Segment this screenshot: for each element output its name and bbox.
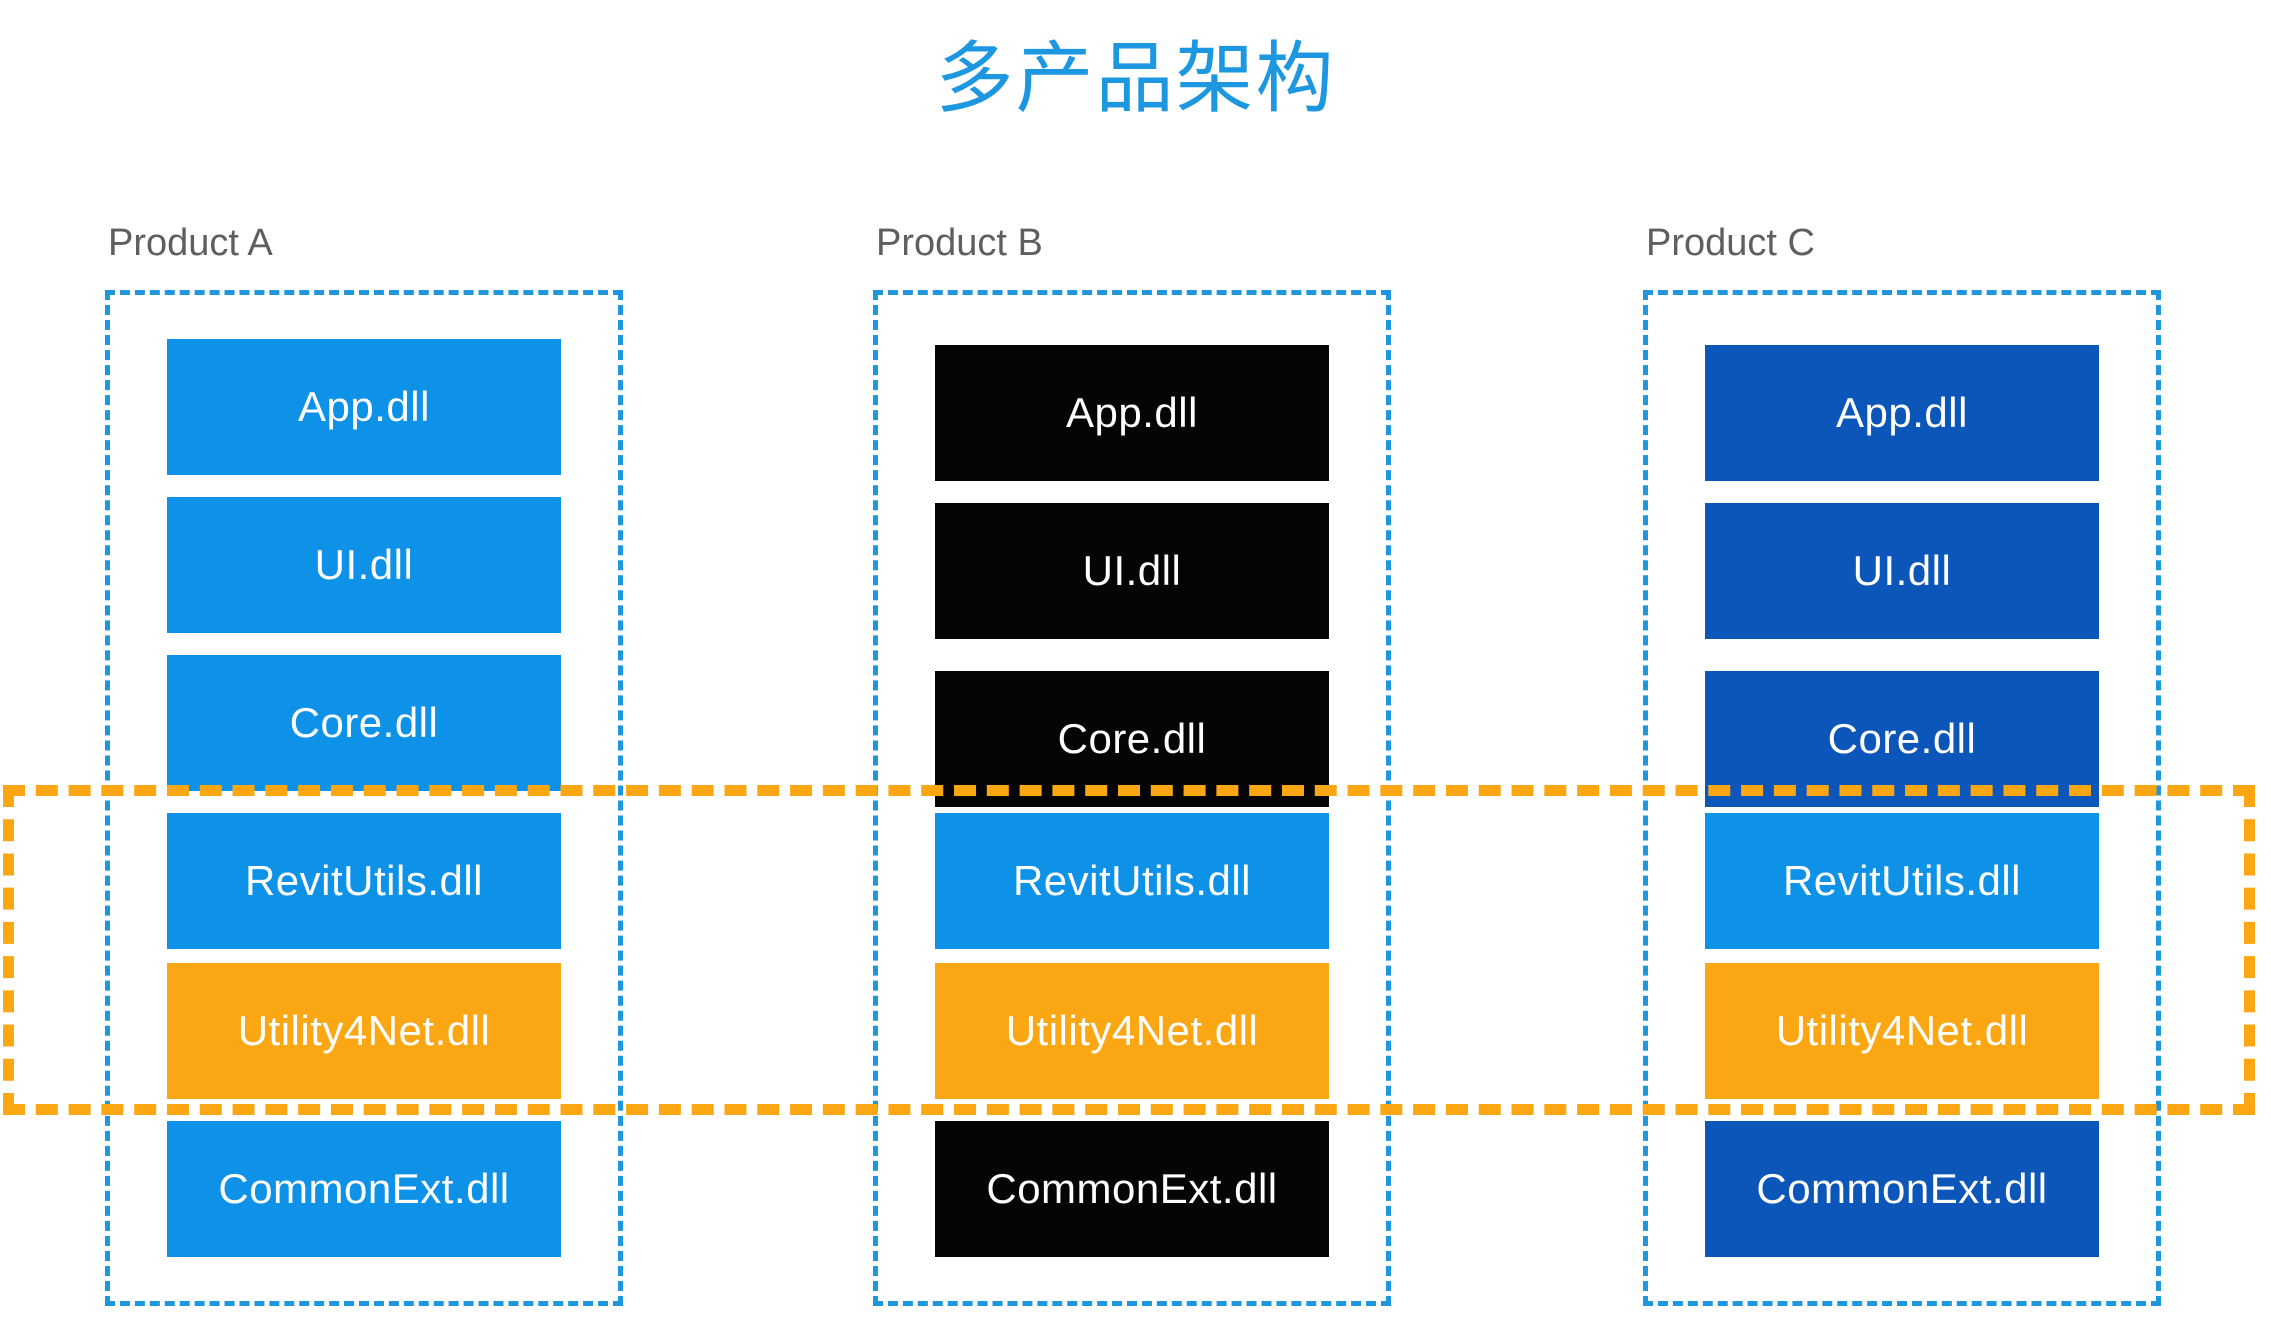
dll-box-core-a[interactable]: Core.dll [167,655,561,791]
column-label-product-a: Product A [108,222,273,264]
dll-box-ui-b[interactable]: UI.dll [935,503,1329,639]
page-title: 多产品架构 [935,34,1336,122]
column-label-product-c: Product C [1646,222,1815,264]
dll-box-utility4net-b[interactable]: Utility4Net.dll [935,963,1329,1099]
dll-box-utility4net-a[interactable]: Utility4Net.dll [167,963,561,1099]
dll-box-ui-c[interactable]: UI.dll [1705,503,2099,639]
dll-box-ui-a[interactable]: UI.dll [167,497,561,633]
dll-box-commonext-b[interactable]: CommonExt.dll [935,1121,1329,1257]
dll-box-commonext-a[interactable]: CommonExt.dll [167,1121,561,1257]
dll-box-core-b[interactable]: Core.dll [935,671,1329,807]
product-column-c: App.dll UI.dll Core.dll RevitUtils.dll U… [1643,290,2161,1306]
dll-box-revitutils-a[interactable]: RevitUtils.dll [167,813,561,949]
dll-box-revitutils-b[interactable]: RevitUtils.dll [935,813,1329,949]
dll-box-app-b[interactable]: App.dll [935,345,1329,481]
dll-box-app-a[interactable]: App.dll [167,339,561,475]
dll-box-utility4net-c[interactable]: Utility4Net.dll [1705,963,2099,1099]
dll-box-revitutils-c[interactable]: RevitUtils.dll [1705,813,2099,949]
dll-box-core-c[interactable]: Core.dll [1705,671,2099,807]
column-label-product-b: Product B [876,222,1043,264]
product-column-b: App.dll UI.dll Core.dll RevitUtils.dll U… [873,290,1391,1306]
dll-box-commonext-c[interactable]: CommonExt.dll [1705,1121,2099,1257]
dll-box-app-c[interactable]: App.dll [1705,345,2099,481]
product-column-a: App.dll UI.dll Core.dll RevitUtils.dll U… [105,290,623,1306]
